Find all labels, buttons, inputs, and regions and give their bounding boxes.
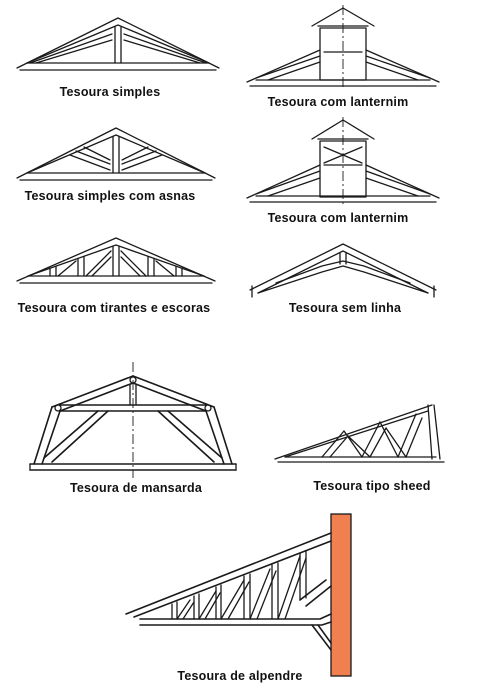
truss-tirantes-escoras: [16, 237, 216, 284]
truss-alpendre: [125, 513, 352, 677]
truss-lanternim-2: [246, 117, 440, 206]
label-tesoura-simples: Tesoura simples: [60, 85, 161, 99]
label-tesoura-lanternim-2: Tesoura com lanternim: [268, 211, 409, 225]
truss-sheed: [274, 404, 445, 463]
truss-mansarda: [29, 362, 237, 478]
truss-lanternim-1: [246, 5, 440, 90]
label-tesoura-tirantes-escoras: Tesoura com tirantes e escoras: [18, 301, 211, 315]
truss-sem-linha: [249, 243, 437, 298]
truss-simples-asnas: [16, 127, 216, 181]
label-tesoura-alpendre: Tesoura de alpendre: [177, 669, 302, 683]
label-tesoura-mansarda: Tesoura de mansarda: [70, 481, 203, 495]
label-tesoura-simples-asnas: Tesoura simples com asnas: [25, 189, 196, 203]
label-tesoura-sem-linha: Tesoura sem linha: [289, 301, 402, 315]
label-tesoura-lanternim-1: Tesoura com lanternim: [268, 95, 409, 109]
label-tesoura-sheed: Tesoura tipo sheed: [313, 479, 430, 493]
truss-simples: [16, 17, 220, 71]
wall: [330, 513, 352, 677]
